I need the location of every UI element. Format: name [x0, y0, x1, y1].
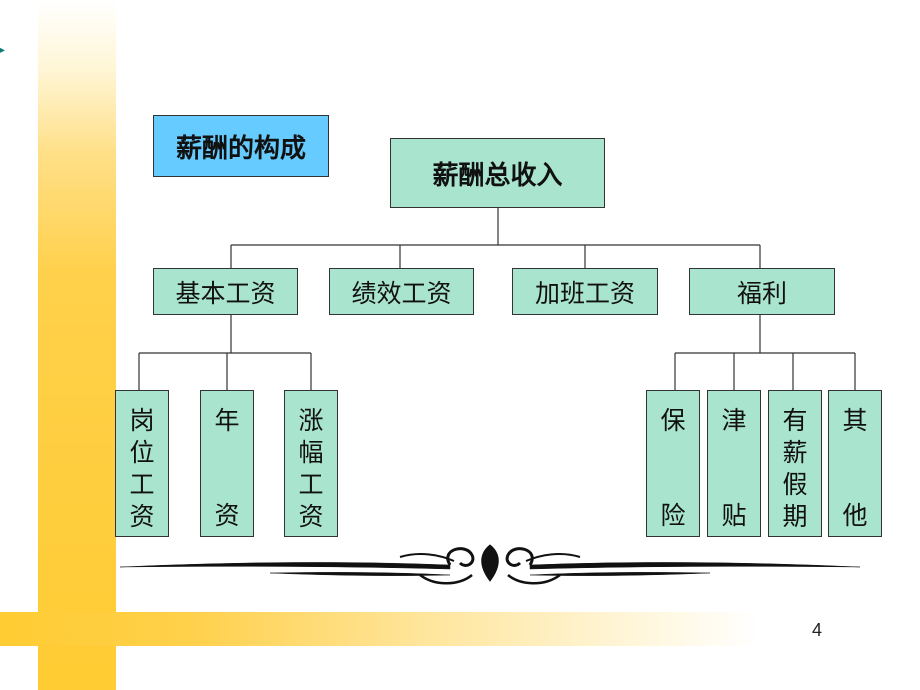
node-others: 其 他	[828, 390, 882, 537]
vertical-char: 假	[782, 470, 808, 499]
vertical-char: 贴	[721, 501, 747, 530]
node-paid-leave: 有薪假期	[768, 390, 822, 537]
vertical-label-bottom: 资	[214, 500, 239, 532]
vertical-char: 位	[129, 438, 155, 467]
vertical-char: 其	[842, 406, 868, 435]
vertical-label: 年	[214, 405, 239, 437]
vertical-char: 保	[660, 406, 686, 435]
node-base-pay: 基本工资	[153, 268, 298, 315]
vertical-label-bottom: 贴	[721, 500, 746, 532]
vertical-char: 有	[782, 406, 808, 435]
node-performance-pay: 绩效工资	[329, 268, 474, 315]
node-raise-pay: 涨幅工资	[284, 390, 338, 537]
vertical-char: 涨	[298, 406, 324, 435]
node-insurance: 保 险	[646, 390, 700, 537]
vertical-char: 资	[129, 502, 155, 531]
vertical-char: 薪	[782, 438, 808, 467]
vertical-char: 幅	[298, 438, 324, 467]
vertical-char: 津	[721, 406, 747, 435]
vertical-char: 资	[298, 502, 324, 531]
vertical-char: 工	[298, 470, 324, 499]
page-number: 4	[812, 620, 823, 640]
vertical-label-bottom: 险	[660, 500, 685, 532]
vertical-label: 津	[721, 405, 746, 437]
node-seniority-pay: 年 资	[200, 390, 254, 537]
node-post-pay: 岗位工资	[115, 390, 169, 537]
slide-title: 薪酬的构成	[153, 115, 329, 177]
vertical-char: 年	[214, 406, 240, 435]
vertical-label: 保	[660, 405, 685, 437]
vertical-char: 资	[214, 501, 240, 530]
vertical-label: 其	[842, 405, 867, 437]
vertical-char: 岗	[129, 406, 155, 435]
node-benefits: 福利	[689, 268, 835, 315]
ornament-divider-icon	[120, 544, 860, 585]
decorative-horizontal-bar	[0, 612, 760, 646]
vertical-char: 工	[129, 470, 155, 499]
node-overtime-pay: 加班工资	[512, 268, 658, 315]
vertical-label-bottom: 他	[842, 500, 867, 532]
corner-mark-icon: ▸	[0, 42, 6, 58]
node-total-compensation: 薪酬总收入	[390, 138, 605, 208]
vertical-char: 险	[660, 501, 686, 530]
decorative-vertical-bar	[38, 0, 116, 690]
vertical-char: 期	[782, 502, 808, 531]
vertical-label: 有薪假期	[782, 405, 807, 533]
vertical-char: 他	[842, 501, 868, 530]
vertical-label: 岗位工资	[129, 405, 154, 533]
node-allowance: 津 贴	[707, 390, 761, 537]
vertical-label: 涨幅工资	[298, 405, 323, 533]
